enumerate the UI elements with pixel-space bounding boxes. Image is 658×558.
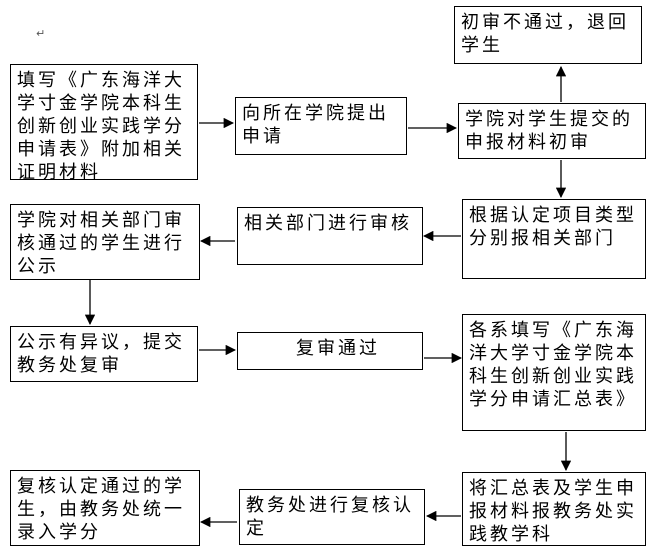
- fill-form-text: 填写《广东海洋大学寸金学院本科生创新创业实践学分申请表》附加相关证明材料: [17, 70, 185, 183]
- re-review-passed-box: 复审通过: [237, 332, 423, 370]
- college-initial-review-text: 学院对学生提交的申报材料初审: [465, 109, 633, 153]
- submit-departments-text: 根据认定项目类型分别报相关部门: [469, 205, 637, 249]
- fill-form-box: 填写《广东海洋大学寸金学院本科生创新创业实践学分申请表》附加相关证明材料: [10, 64, 198, 183]
- academic-re-review-box: 教务处进行复核认定: [239, 489, 425, 545]
- objection-box: 公示有异议，提交教务处复审: [10, 326, 198, 382]
- summary-form-text: 各系填写《广东海洋大学寸金学院本科生创新创业实践学分申请汇总表》: [469, 320, 637, 410]
- college-initial-review-box: 学院对学生提交的申报材料初审: [458, 103, 646, 159]
- summary-form-box: 各系填写《广东海洋大学寸金学院本科生创新创业实践学分申请汇总表》: [462, 314, 646, 431]
- department-review-box: 相关部门进行审核: [237, 207, 423, 265]
- reject-box: 初审不通过，退回学生: [454, 6, 642, 64]
- submit-departments-box: 根据认定项目类型分别报相关部门: [462, 199, 646, 279]
- paragraph-mark: ↵: [36, 27, 46, 40]
- submit-summary-box: 将汇总表及学生申报材料报教务处实践教学科: [462, 472, 646, 546]
- re-review-passed-text: 复审通过: [296, 338, 380, 359]
- department-review-text: 相关部门进行审核: [244, 213, 412, 234]
- apply-college-text: 向所在学院提出申请: [242, 103, 389, 147]
- final-entry-text: 复核认定通过的学生，由教务处统一录入学分: [17, 476, 185, 543]
- academic-re-review-text: 教务处进行复核认定: [246, 495, 414, 539]
- publicity-box: 学院对相关部门审核通过的学生进行公示: [10, 204, 200, 280]
- apply-college-box: 向所在学院提出申请: [235, 97, 407, 155]
- submit-summary-text: 将汇总表及学生申报材料报教务处实践教学科: [469, 478, 637, 545]
- reject-text: 初审不通过，退回学生: [461, 12, 629, 56]
- objection-text: 公示有异议，提交教务处复审: [17, 332, 185, 376]
- publicity-text: 学院对相关部门审核通过的学生进行公示: [17, 210, 185, 277]
- final-entry-box: 复核认定通过的学生，由教务处统一录入学分: [10, 470, 200, 546]
